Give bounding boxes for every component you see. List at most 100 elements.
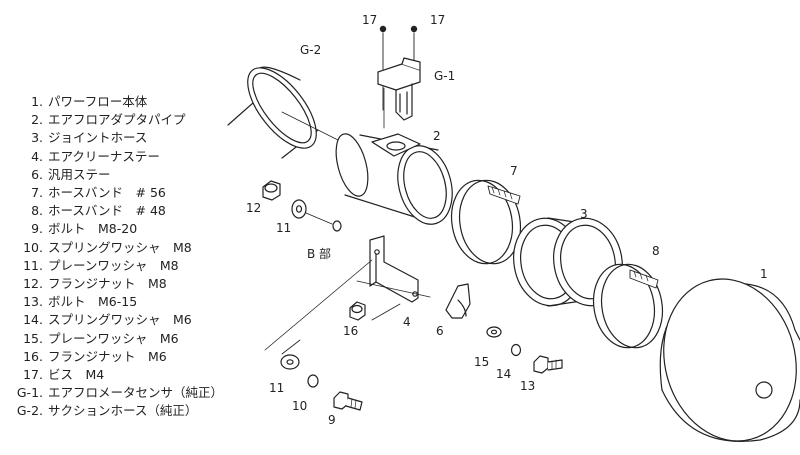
part-number: 14.	[23, 312, 43, 328]
parts-list-item: 7.ホースバンド # 56	[0, 184, 240, 202]
callout-10: 10	[292, 399, 307, 413]
callout-13: 13	[520, 379, 535, 393]
callout-7: 7	[510, 164, 518, 178]
part-number: 16.	[23, 348, 43, 364]
parts-list: 1. パワーフロー本体 2. エアフロアダプタパイプ 3. ジョイントホース 4. エア…	[0, 93, 240, 421]
callout-g2: G-2	[300, 43, 321, 57]
part-number: 1.	[31, 94, 43, 109]
callout-8: 8	[652, 244, 660, 258]
part-name: フランジナット M8	[48, 276, 167, 292]
parts-list-item: 12. フランジナット M8	[0, 275, 240, 293]
callout-1: 1	[760, 267, 768, 281]
part-number: 15.	[23, 330, 43, 346]
parts-list-item: G-1. エアフロメータセンサ（純正）	[0, 384, 240, 402]
parts-list-item: 1. パワーフロー本体	[0, 93, 240, 111]
callout-15: 15	[474, 355, 489, 369]
callout-11-upper: 11	[276, 221, 291, 235]
leader-line	[356, 280, 431, 298]
part-number: 17.	[23, 367, 43, 383]
part-name: エアクリーナステー	[48, 148, 160, 164]
hose-band-7	[450, 179, 522, 265]
washer-11-lower	[280, 354, 300, 370]
callout-9: 9	[328, 413, 336, 427]
callout-6: 6	[436, 324, 444, 338]
parts-list-item: 16. フランジナット M6	[0, 348, 240, 366]
airflow-sensor-g1	[377, 57, 421, 129]
parts-list-item: 6. 汎用ステー	[0, 166, 240, 184]
callout-16: 16	[343, 324, 358, 338]
callout-labels: 17 17 G-1 G-2 2 7 3 8 1 12 11 B 部 16 4 6…	[246, 13, 768, 427]
part-name: エアフロメータセンサ（純正）	[48, 385, 224, 401]
part-number: 13.	[23, 294, 43, 310]
parts-list-item: 14. スプリングワッシャ M6	[0, 311, 240, 329]
part-name: パワーフロー本体	[48, 94, 148, 109]
part-name: 汎用ステー	[48, 166, 111, 182]
part-number: G-2.	[16, 403, 43, 419]
bolt-13	[533, 355, 563, 374]
part-name: ホースバンド # 48	[48, 203, 166, 219]
adapter-pipe-2	[335, 133, 453, 225]
part-number: 12.	[23, 276, 43, 292]
callout-2: 2	[433, 129, 441, 143]
part-number: 2.	[31, 112, 43, 128]
callout-b-section: B 部	[307, 246, 331, 261]
flange-nut-16	[349, 301, 401, 321]
bolt-9	[333, 391, 363, 411]
part-name: ボルト M8-20	[48, 221, 138, 237]
part-name: フランジナット M6	[48, 348, 167, 364]
air-cleaner-stay-4	[369, 235, 419, 303]
part-name: プレーンワッシャ M6	[48, 330, 179, 346]
parts-list-item: G-2. サクションホース（純正）	[0, 402, 240, 420]
callout-4: 4	[403, 315, 411, 329]
callout-g1: G-1	[434, 69, 455, 83]
parts-list-item: 17. ビス M4	[0, 366, 240, 384]
part-name: サクションホース（純正）	[48, 403, 198, 419]
part-number: 10.	[23, 239, 43, 255]
washer-15	[486, 326, 502, 338]
parts-list-item: 4. エアクリーナステー	[0, 148, 240, 166]
power-flow-body-1	[659, 278, 800, 442]
part-number: 4.	[31, 148, 43, 164]
part-number: 11.	[23, 257, 43, 273]
leader-line	[305, 212, 333, 225]
part-number: 3.	[31, 130, 43, 146]
part-name: スプリングワッシャ M6	[48, 312, 192, 328]
part-number: 9.	[31, 221, 43, 237]
flange-nut-12	[262, 180, 281, 201]
part-name: ジョイントホース	[48, 130, 148, 146]
leader-line	[281, 339, 301, 355]
leader-line	[264, 259, 373, 351]
hose-band-8	[592, 263, 664, 349]
spring-washer-10	[307, 374, 319, 388]
screw-17-right	[410, 25, 418, 63]
callout-14: 14	[496, 367, 511, 381]
callout-17-left: 17	[362, 13, 377, 27]
screw-17-left	[379, 25, 387, 111]
parts-list-item: 15. プレーンワッシャ M6	[0, 330, 240, 348]
part-name: エアフロアダプタパイプ	[48, 112, 186, 128]
parts-list-item: 13. ボルト M6-15	[0, 293, 240, 311]
part-name: ビス M4	[48, 367, 105, 383]
parts-list-item: 11. プレーンワッシャ M8	[0, 257, 240, 275]
parts-list-item: 9. ボルト M8-20	[0, 220, 240, 238]
part-number: 6.	[31, 166, 43, 182]
parts-list-item: 8. ホースバンド # 48	[0, 202, 240, 220]
suction-hose-g2	[227, 66, 319, 159]
callout-12: 12	[246, 201, 261, 215]
joint-hose-3	[513, 217, 623, 307]
part-name: ホースバンド # 56	[48, 185, 166, 201]
part-name: スプリングワッシャ M8	[48, 239, 192, 255]
parts-list-item: 3. ジョイントホース	[0, 129, 240, 147]
generic-stay-6	[445, 283, 471, 319]
part-number: G-1.	[16, 385, 43, 401]
washer-11-upper	[291, 199, 307, 219]
part-number: 8.	[31, 203, 43, 219]
parts-list-item: 2. エアフロアダプタパイプ	[0, 111, 240, 129]
spring-washer-upper	[332, 220, 342, 232]
spring-washer-14	[510, 343, 522, 357]
part-name: ボルト M6-15	[48, 294, 138, 310]
callout-11-lower: 11	[269, 381, 284, 395]
part-name: プレーンワッシャ M8	[48, 257, 179, 273]
callout-17-right: 17	[430, 13, 445, 27]
